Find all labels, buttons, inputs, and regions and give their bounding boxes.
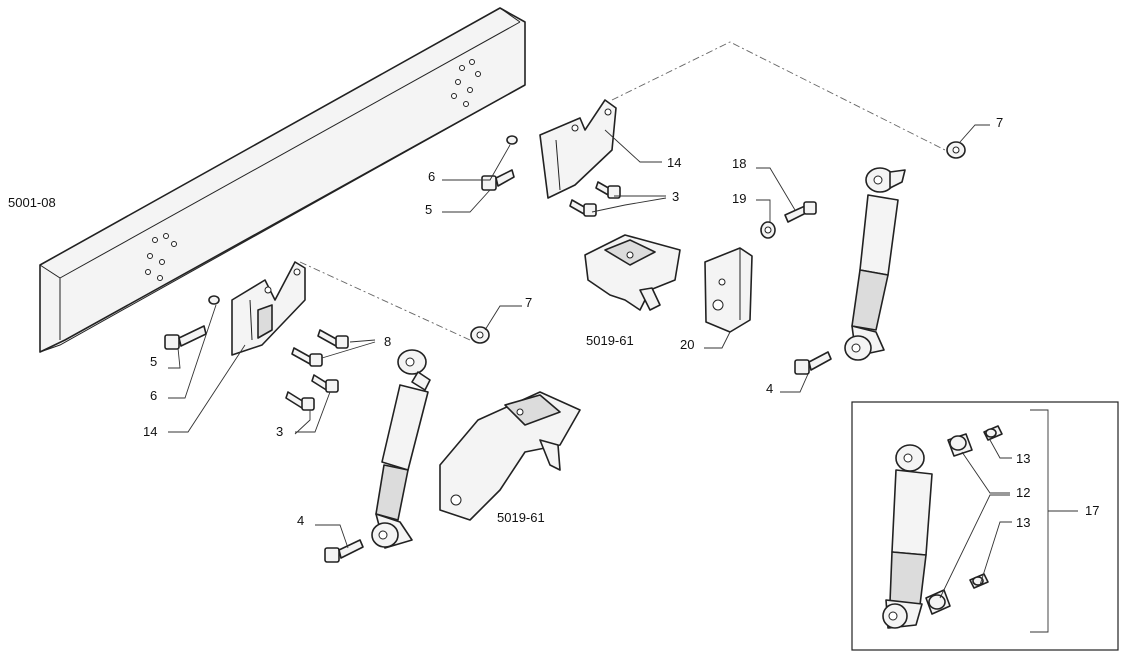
callout-inset-13-lower: 13 <box>1016 515 1030 530</box>
left-bolts-8 <box>291 329 349 367</box>
inset-sleeve-upper <box>983 425 1003 441</box>
callout-inset-12: 12 <box>1016 485 1030 500</box>
right-bolt-4 <box>794 351 832 375</box>
callout-left-14: 14 <box>143 424 157 439</box>
callout-upper-6: 6 <box>428 169 435 184</box>
callout-left-3: 3 <box>276 424 283 439</box>
leader-lines <box>168 124 1012 599</box>
callout-upper-3: 3 <box>672 189 679 204</box>
right-shock-absorber <box>844 167 906 361</box>
inset-bushing-lower <box>925 589 951 615</box>
callout-right-19: 19 <box>732 191 746 206</box>
callout-right-7: 7 <box>996 115 1003 130</box>
left-bolt-4 <box>324 539 364 563</box>
callout-left-8: 8 <box>384 334 391 349</box>
left-washer-7 <box>470 326 490 344</box>
bracket-20 <box>704 247 753 333</box>
left-bracket-14 <box>231 261 306 356</box>
inset-kit-box <box>851 401 1119 651</box>
callout-right-20: 20 <box>680 337 694 352</box>
left-shock-absorber <box>371 349 431 549</box>
upper-bracket-14 <box>539 99 617 199</box>
callout-right-18: 18 <box>732 156 746 171</box>
section-ref-label: 5001-08 <box>8 195 56 210</box>
washer-19 <box>760 221 776 239</box>
inset-bushing-upper <box>947 433 973 457</box>
upper-bolts-3 <box>569 181 621 217</box>
callout-inset-13-upper: 13 <box>1016 451 1030 466</box>
callout-left-7: 7 <box>525 295 532 310</box>
upper-washer-6 <box>506 135 518 145</box>
rail-bolt-holes-left <box>145 233 177 281</box>
callout-right-4: 4 <box>766 381 773 396</box>
right-washer-7 <box>946 141 966 159</box>
callout-left-4: 4 <box>297 513 304 528</box>
cross-ref-lower: 5019-61 <box>497 510 545 525</box>
callout-left-6: 6 <box>150 388 157 403</box>
rail-bolt-holes-right <box>451 59 481 107</box>
bolt-18 <box>784 201 817 223</box>
cross-ref-upper: 5019-61 <box>586 333 634 348</box>
inset-shock-absorber <box>882 444 933 629</box>
frame-rail <box>39 7 526 353</box>
callout-upper-14: 14 <box>667 155 681 170</box>
labels: 5001-08 5 6 14 8 3 7 4 6 5 14 3 18 19 20… <box>8 115 1099 530</box>
upper-bolt-5 <box>481 169 515 191</box>
assembly-lines <box>299 41 946 341</box>
callout-left-5: 5 <box>150 354 157 369</box>
lower-spring-hanger <box>439 391 581 521</box>
left-bolt-5 <box>164 325 207 350</box>
left-washer-6 <box>208 295 220 305</box>
callout-inset-17: 17 <box>1085 503 1099 518</box>
callout-upper-5: 5 <box>425 202 432 217</box>
upper-spring-hanger <box>584 234 681 311</box>
left-bolts-3 <box>285 374 339 411</box>
